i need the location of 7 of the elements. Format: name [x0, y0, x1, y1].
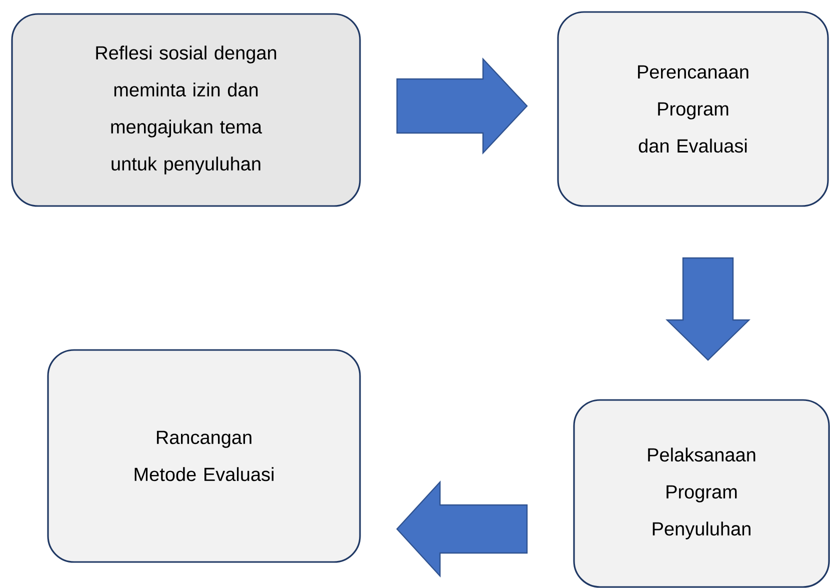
block-arrow — [666, 257, 750, 361]
process-box: Rancangan Metode Evaluasi — [47, 349, 361, 563]
process-box: Reflesi sosial dengan meminta izin dan mengajukan tema untuk penyuluhan — [11, 13, 361, 207]
process-box: Perencanaan Program dan Evaluasi — [557, 11, 829, 207]
process-box: Pelaksanaan Program Penyuluhan — [573, 399, 830, 588]
block-arrow — [396, 57, 528, 155]
block-arrow — [396, 480, 528, 578]
